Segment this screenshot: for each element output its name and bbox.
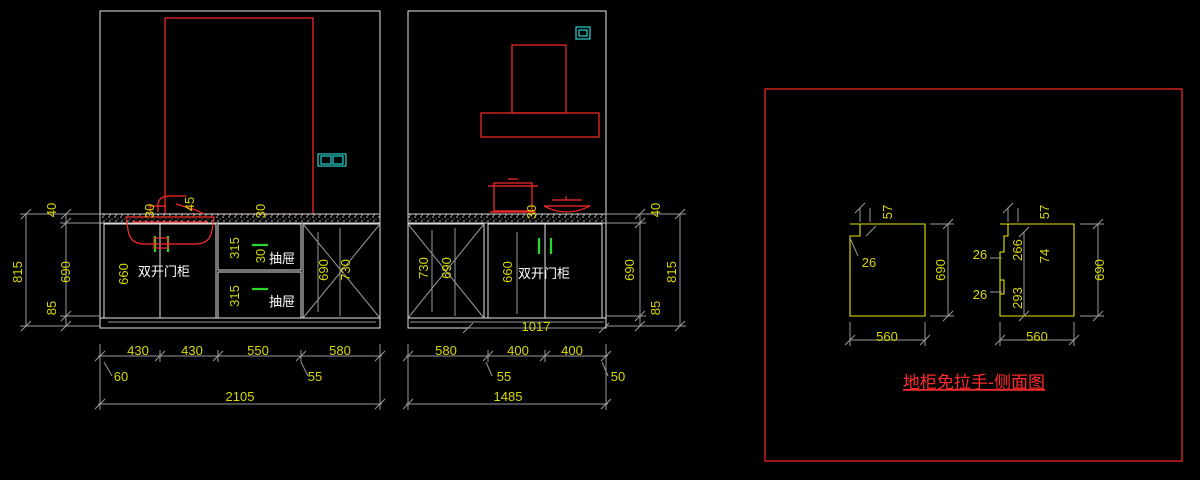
left-horizontal-dims (94, 344, 386, 410)
dim-560-a: 560 (876, 329, 898, 344)
dim-730: 730 (338, 259, 353, 281)
dim-660: 660 (500, 261, 515, 283)
dim-690-b: 690 (1092, 259, 1107, 281)
dim-1017: 1017 (522, 319, 551, 334)
dim-50: 50 (611, 369, 625, 384)
dim-690-a: 690 (933, 259, 948, 281)
side-view-title: 地柜免拉手-侧面图 (903, 373, 1045, 393)
dim-293: 293 (1010, 287, 1025, 309)
dim-400-b: 400 (561, 343, 583, 358)
middle-countertop (407, 213, 607, 224)
dim-690-inner: 690 (316, 259, 331, 281)
dim-660: 660 (116, 263, 131, 285)
middle-handles (537, 238, 553, 254)
socket-icon (317, 153, 347, 167)
left-vertical-dims (20, 208, 100, 332)
dim-85: 85 (44, 301, 59, 315)
profile-a (844, 202, 954, 346)
dim-430-a: 430 (127, 343, 149, 358)
range-hood-icon (480, 44, 600, 138)
dim-85: 85 (648, 301, 663, 315)
dim-815: 815 (664, 261, 679, 283)
dim-430-b: 430 (181, 343, 203, 358)
dim-55: 55 (497, 369, 511, 384)
dim-30: 30 (524, 205, 539, 219)
socket-icon (575, 26, 591, 40)
dim-550: 550 (247, 343, 269, 358)
dim-26-b-lower: 26 (973, 287, 987, 302)
side-view-panel: 57 26 690 560 57 26 (764, 88, 1183, 462)
dim-30-drawer: 30 (253, 249, 268, 263)
label-double-door-cabinet: 双开门柜 (138, 265, 190, 280)
dim-730: 730 (416, 257, 431, 279)
dim-55: 55 (308, 369, 322, 384)
dim-400-a: 400 (507, 343, 529, 358)
dim-266: 266 (1010, 239, 1025, 261)
profile-b (990, 202, 1104, 346)
dim-580: 580 (435, 343, 457, 358)
middle-vertical-dims (606, 208, 686, 332)
side-view-frame (764, 88, 1183, 462)
left-base-cabinets (100, 223, 381, 323)
dim-815: 815 (10, 261, 25, 283)
dim-690: 690 (439, 257, 454, 279)
dim-315-upper: 315 (227, 237, 242, 259)
middle-elevation: 730 690 30 660 双开门柜 40 690 815 85 (402, 10, 686, 410)
sink-faucet-icon (125, 195, 215, 249)
dim-580: 580 (329, 343, 351, 358)
middle-base-cabinets (407, 223, 606, 323)
left-wall-outline (99, 10, 381, 329)
cookware-icon (488, 178, 591, 213)
dim-26-b-upper: 26 (973, 247, 987, 262)
dim-690-right: 690 (622, 259, 637, 281)
dim-74: 74 (1037, 249, 1052, 263)
dim-1485: 1485 (494, 389, 523, 404)
dim-60: 60 (114, 369, 128, 384)
dim-40: 40 (44, 203, 59, 217)
dim-2105: 2105 (226, 389, 255, 404)
dim-30-top: 30 (253, 204, 268, 218)
dim-560-b: 560 (1026, 329, 1048, 344)
dim-26-a: 26 (862, 255, 876, 270)
label-drawer-lower: 抽屉 (269, 295, 295, 310)
label-double-door-cabinet: 双开门柜 (518, 267, 570, 282)
refrigerator-outline (164, 17, 314, 215)
left-countertop (99, 213, 381, 224)
dim-30-sink: 30 (142, 204, 157, 218)
middle-horizontal-dims (402, 344, 612, 410)
dim-40: 40 (648, 203, 663, 217)
dim-690: 690 (58, 261, 73, 283)
dim-57-a: 57 (880, 205, 895, 219)
left-elevation: 815 690 40 85 30 45 30 660 315 30 315 69… (10, 10, 386, 410)
dim-57-b: 57 (1037, 205, 1052, 219)
dim-315-lower: 315 (227, 285, 242, 307)
label-drawer-upper: 抽屉 (269, 252, 295, 267)
dim-45: 45 (182, 197, 197, 211)
